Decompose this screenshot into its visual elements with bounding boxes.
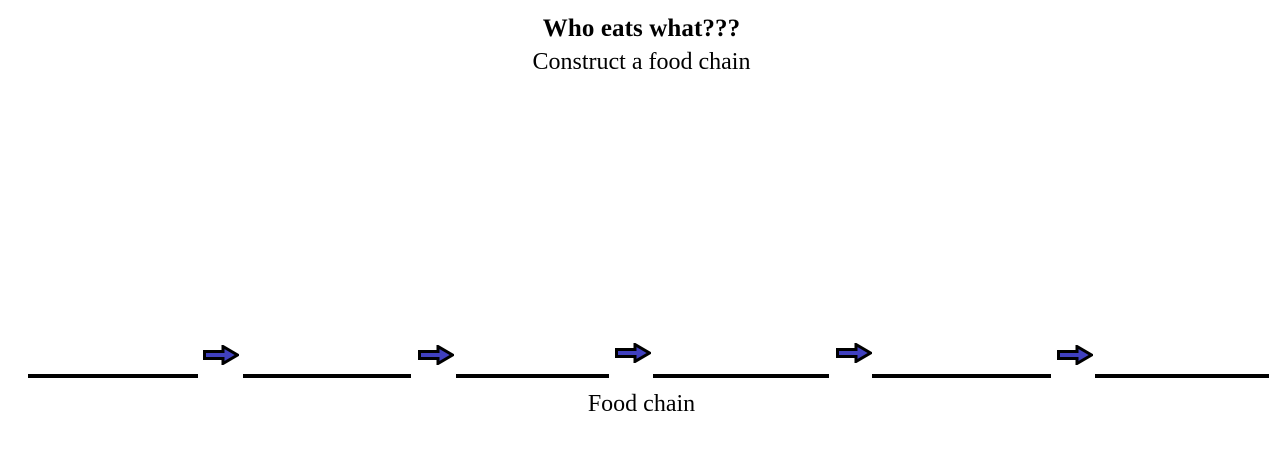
food-chain-blank-5[interactable] [872, 374, 1051, 378]
food-chain-blank-3[interactable] [456, 374, 609, 378]
page-subtitle: Construct a food chain [532, 49, 751, 75]
page-title: Who eats what??? [542, 15, 741, 42]
food-chain-blank-4[interactable] [653, 374, 829, 378]
food-chain-strip [0, 336, 1283, 382]
caption-block: Food chain [0, 390, 1283, 419]
right-block-arrow-icon [615, 343, 651, 363]
right-block-arrow-icon [418, 345, 454, 365]
heading-block: Who eats what??? Construct a food chain [0, 14, 1283, 77]
food-chain-blank-6[interactable] [1095, 374, 1269, 378]
food-chain-blank-1[interactable] [28, 374, 198, 378]
right-block-arrow-icon [836, 343, 872, 363]
right-block-arrow-icon [1057, 345, 1093, 365]
right-block-arrow-icon [203, 345, 239, 365]
food-chain-caption: Food chain [587, 391, 696, 417]
food-chain-blank-2[interactable] [243, 374, 411, 378]
